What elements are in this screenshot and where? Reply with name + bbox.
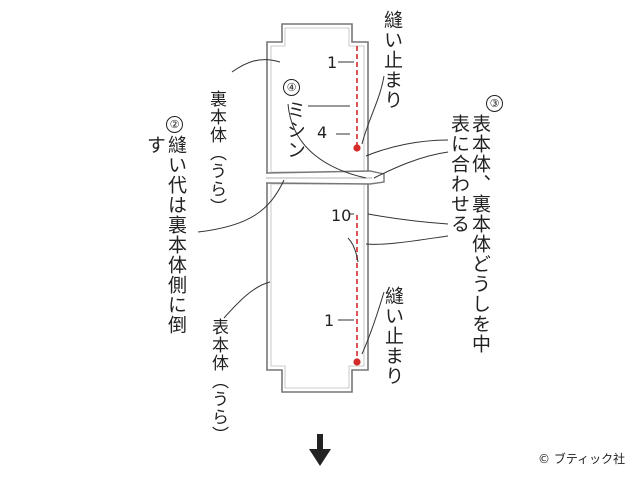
stop-point-upper — [353, 144, 361, 152]
leader-step3-a — [365, 139, 449, 157]
leader-stop-top — [361, 75, 385, 145]
leader-outer — [223, 281, 271, 319]
leader-lines — [197, 59, 449, 355]
down-arrow-icon — [309, 434, 331, 466]
label-lining-back: 裏本体（うら） — [206, 90, 226, 216]
label-stop-bottom: 縫い止まり — [382, 286, 404, 386]
copyright-credit: © ブティック社 — [538, 452, 626, 466]
stop-point-lower — [353, 358, 361, 366]
step3-label: ③ 表本体、裏本体どうしを中表に合わせる — [448, 92, 508, 362]
step4-number: ④ — [283, 79, 300, 96]
label-outer-back: 表本体（うら） — [208, 318, 228, 444]
leader-ten — [347, 237, 359, 263]
step2-label: ② 縫い代は裏本体側に倒す — [144, 113, 192, 343]
step3-number: ③ — [486, 95, 503, 112]
leader-stop-bottom — [361, 291, 385, 355]
dim-ten: 10 — [331, 206, 352, 225]
leader-step4-to-fold — [287, 103, 367, 179]
leader-step3-c — [367, 213, 449, 225]
leader-step3-b — [373, 151, 449, 179]
outer-piece-inner-line — [270, 183, 365, 389]
dim-mid: 4 — [317, 123, 328, 142]
seam-allowance-fold — [265, 170, 385, 185]
leader-lining — [231, 59, 281, 73]
dimension-ticks — [336, 61, 354, 321]
step2-text: 縫い代は裏本体側に倒す — [144, 135, 187, 335]
leader-step3-d — [365, 235, 449, 245]
label-stop-top: 縫い止まり — [381, 10, 403, 110]
dim-top: 1 — [327, 53, 338, 72]
dim-bottom: 1 — [324, 311, 335, 330]
leader-step2 — [197, 179, 285, 233]
step4-text: ミシン — [284, 100, 306, 160]
step4-label: ④ ミシン — [283, 76, 307, 160]
outer-piece-outline — [266, 179, 369, 393]
step3-text: 表本体、裏本体どうしを中表に合わせる — [448, 114, 491, 354]
step2-number: ② — [166, 116, 183, 133]
